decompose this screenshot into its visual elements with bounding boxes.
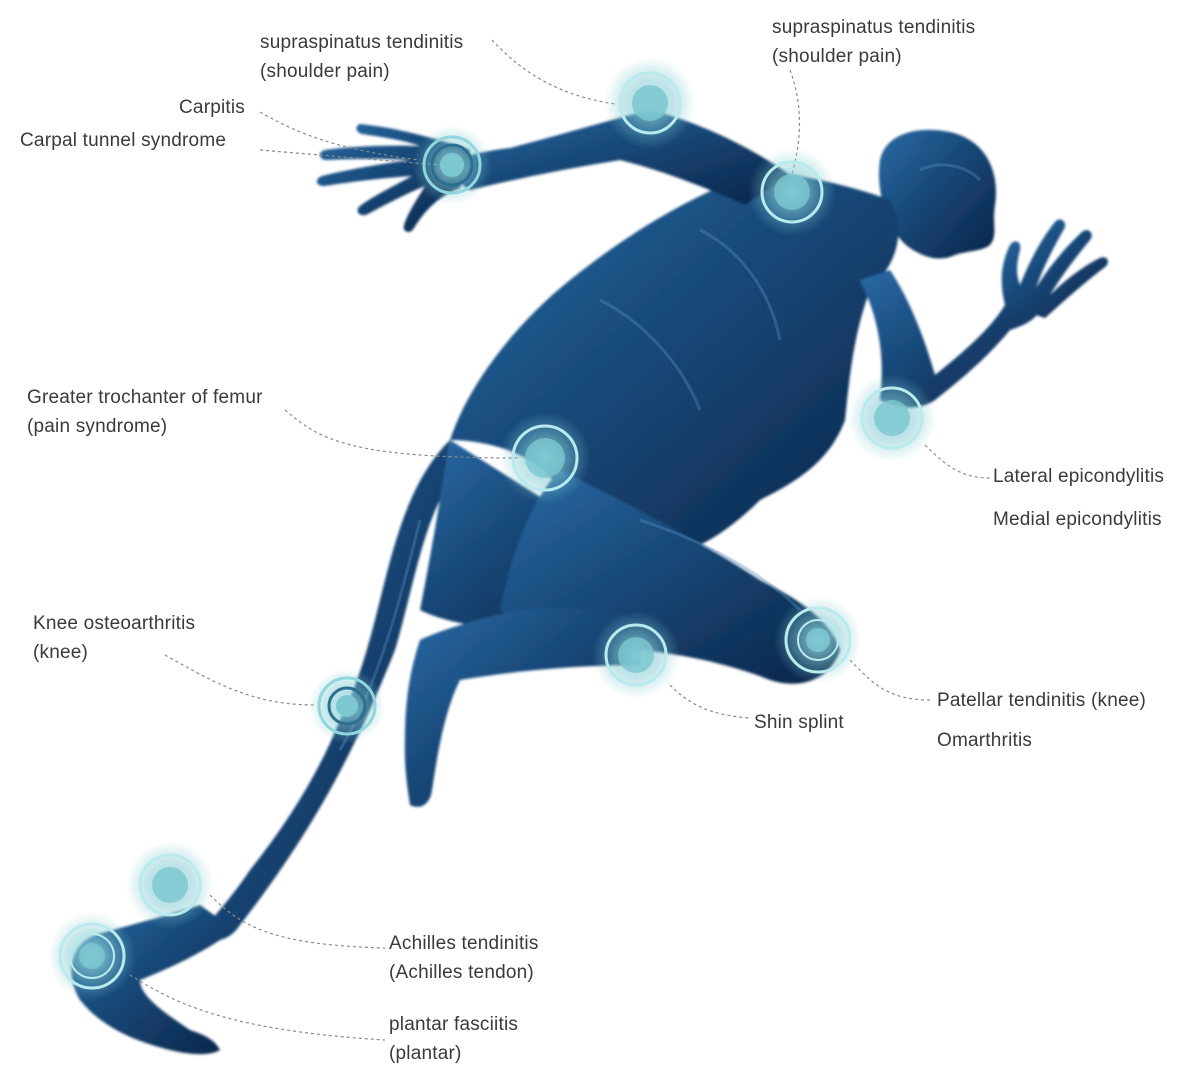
marker-elbow bbox=[848, 374, 936, 462]
label-achilles-tendinitis: Achilles tendinitis (Achilles tendon) bbox=[389, 929, 539, 987]
label-supraspinatus-right: supraspinatus tendinitis (shoulder pain) bbox=[772, 13, 975, 71]
label-omarthritis: Omarthritis bbox=[937, 726, 1032, 755]
label-lateral-epicondylitis: Lateral epicondylitis bbox=[993, 462, 1164, 491]
marker-hip bbox=[499, 412, 591, 504]
label-plantar-fasciitis: plantar fasciitis (plantar) bbox=[389, 1010, 518, 1068]
marker-plantar bbox=[48, 912, 136, 1000]
marker-right-shoulder bbox=[748, 148, 836, 236]
label-patellar-tendinitis: Patellar tendinitis (knee) bbox=[937, 686, 1146, 715]
marker-achilles bbox=[126, 841, 214, 929]
marker-left-shoulder bbox=[604, 57, 696, 149]
label-knee-osteoarthritis: Knee osteoarthritis (knee) bbox=[33, 609, 195, 667]
label-carpal-tunnel: Carpal tunnel syndrome bbox=[20, 126, 226, 155]
body-silhouette bbox=[72, 110, 1108, 1054]
label-greater-trochanter: Greater trochanter of femur (pain syndro… bbox=[27, 383, 263, 441]
marker-shin bbox=[592, 611, 680, 699]
label-carpitis: Carpitis bbox=[179, 93, 245, 122]
marker-wrist bbox=[412, 125, 492, 205]
label-medial-epicondylitis: Medial epicondylitis bbox=[993, 505, 1162, 534]
label-shin-splint: Shin splint bbox=[754, 708, 844, 737]
marker-patella bbox=[774, 596, 862, 684]
label-supraspinatus-left: supraspinatus tendinitis (shoulder pain) bbox=[260, 28, 463, 86]
marker-knee bbox=[309, 668, 385, 744]
